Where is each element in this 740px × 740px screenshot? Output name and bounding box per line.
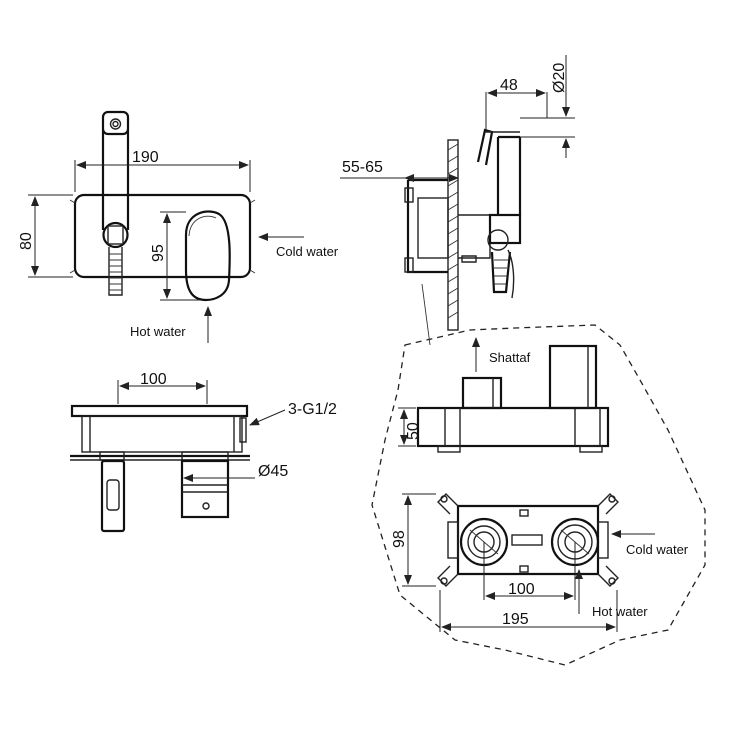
box-side-view: Shattaf 50 [398,337,610,453]
front-wall-plate [73,193,252,279]
front-cold-label: Cold water [276,244,339,259]
front-hot-label: Hot water [130,324,186,339]
front-view: 190 80 95 Cold water Hot water [18,110,339,343]
side-diameter-dim: Ø20 [551,63,568,93]
box-side-body [416,406,610,448]
box-front-height-dim: 98 [391,530,408,548]
detail-outline [371,324,706,666]
box-shattaf-label: Shattaf [489,350,531,365]
front-holder-ring [102,221,129,249]
front-hose [108,247,123,296]
box-side-port-left [461,376,503,410]
top-view: 100 3-G1/2 Ø45 [70,371,337,533]
top-handle [180,459,230,519]
box-front-width-dim: 195 [502,611,529,628]
top-spout [100,459,126,533]
front-handle-height-dim: 95 [150,244,167,262]
box-front-view: 98 100 195 Cold water Hot water [391,493,689,632]
front-width-dim: 190 [132,149,159,166]
front-spout-head [101,110,130,136]
side-holder [488,213,522,245]
box-cold-label: Cold water [626,542,689,557]
top-width-dim: 100 [140,371,167,388]
side-spout [496,135,522,215]
box-front-spacing-dim: 100 [508,581,535,598]
side-view: 55-65 48 Ø20 [340,55,575,346]
front-height-dim: 80 [18,232,35,250]
top-plate [70,404,249,418]
side-wall-range-dim: 55-65 [342,159,383,176]
top-diameter-dim: Ø45 [258,463,288,480]
box-side-port-right [548,344,598,410]
side-spout-dim: 48 [500,77,518,94]
box-hot-label: Hot water [592,604,648,619]
box-side-height-dim: 50 [405,422,422,440]
front-handle [184,210,231,302]
front-spout-pipe [101,130,130,230]
top-thread-label: 3-G1/2 [288,401,337,418]
